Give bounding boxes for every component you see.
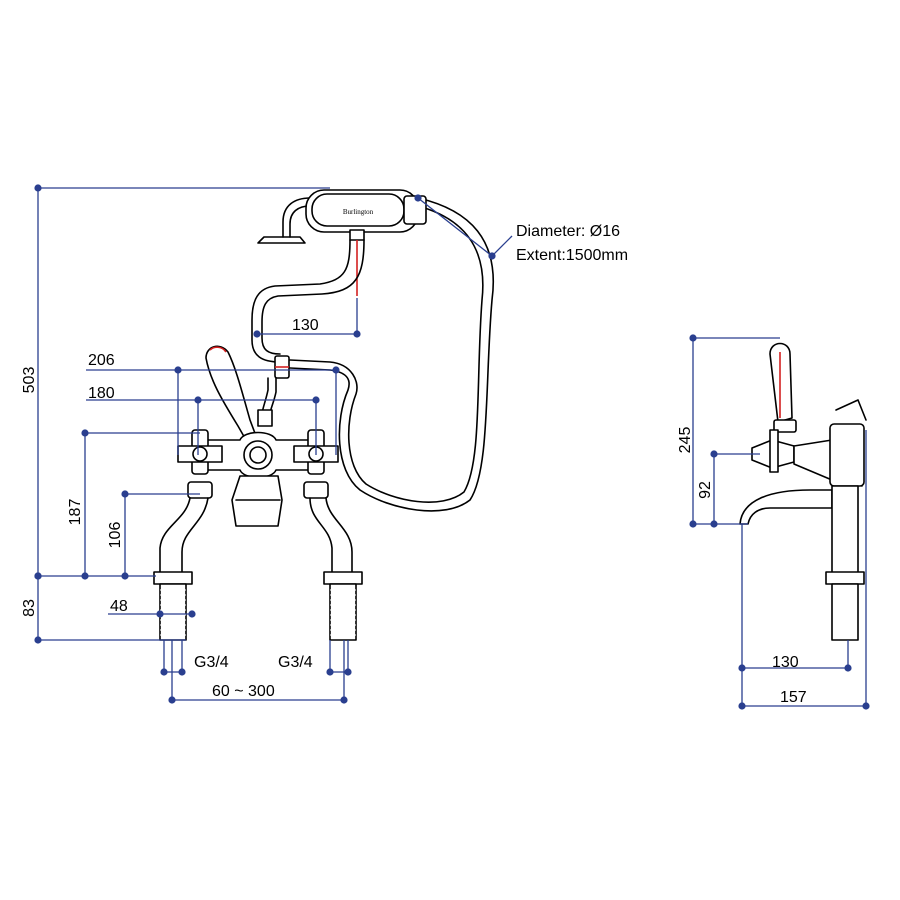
right-leg (303, 481, 363, 641)
shower-hose (289, 197, 494, 512)
dim-157: 157 (780, 689, 807, 706)
dimension-lines (34, 184, 870, 710)
dim-245: 245 (677, 427, 694, 454)
dim-48: 48 (110, 598, 128, 615)
tap-body (177, 429, 339, 527)
dimension-dot (188, 610, 196, 618)
dim-187: 187 (67, 499, 84, 526)
thread-left-label: G3/4 (194, 654, 229, 671)
dimension-labels: Diameter: Ø16 Extent:1500mm 503 83 187 1… (21, 223, 807, 706)
dim-centres: 60 ~ 300 (212, 683, 275, 700)
dimension-dot (81, 572, 89, 580)
dimension-line (491, 235, 513, 257)
dimension-dot (738, 702, 746, 710)
dim-130-handset: 130 (292, 317, 319, 334)
dimension-dot (253, 330, 261, 338)
left-leg (153, 481, 213, 641)
hose-diameter-label: Diameter: Ø16 (516, 223, 620, 240)
handset-brand-label: Burlington (343, 208, 374, 216)
shower-handset: Burlington (251, 189, 427, 415)
thread-bands (160, 589, 858, 636)
dimension-dot (414, 194, 422, 202)
dim-503: 503 (21, 367, 38, 394)
hose-leader (417, 197, 493, 257)
dim-92: 92 (697, 481, 714, 499)
dim-130-side: 130 (772, 654, 799, 671)
dimension-dot (121, 572, 129, 580)
hose-extent-label: Extent:1500mm (516, 247, 628, 264)
dim-83: 83 (21, 599, 38, 617)
left-cross-handle (177, 429, 223, 475)
thread-right-label: G3/4 (278, 654, 313, 671)
dim-180: 180 (88, 385, 115, 402)
dimension-dot (710, 520, 718, 528)
side-view (739, 342, 867, 641)
diverter-lever (205, 345, 273, 441)
dim-106: 106 (107, 522, 124, 549)
dim-206: 206 (88, 352, 115, 369)
front-view: Burlington (153, 189, 494, 641)
